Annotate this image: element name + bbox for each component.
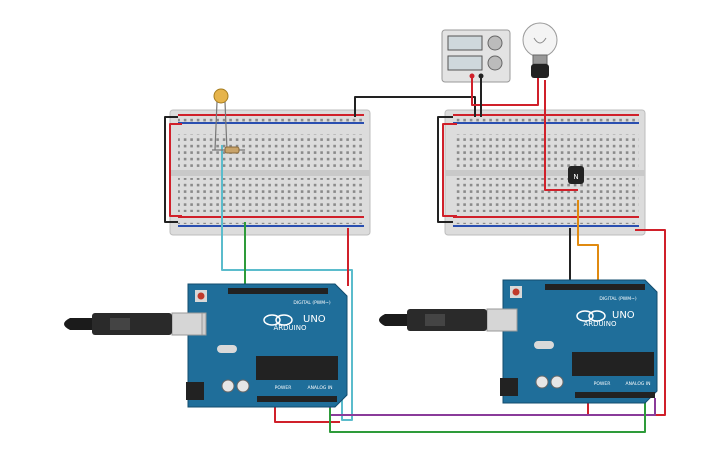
power-label: POWER [275,385,292,391]
wire-black-bridge [354,96,476,117]
arduino-board-left[interactable]: ARDUINO UNO DIGITAL (PWM~) POWER ANALOG … [179,283,348,408]
photoresistor-icon[interactable] [213,88,229,151]
digital-label: DIGITAL (PWM~) [293,300,331,306]
arduino-brand-label: ARDUINO [274,324,307,332]
digital-label: DIGITAL (PWM~) [599,296,637,302]
wire-red-bulb [544,80,578,191]
usb-cable-icon[interactable] [379,308,518,332]
wire-orange-signal [577,200,599,290]
wire-red-right-rail [442,123,457,217]
arduino-brand-label: ARDUINO [584,320,617,328]
breadboard-left[interactable] [169,109,371,236]
wire-black-left-rail [164,116,178,223]
usb-cable-icon[interactable] [64,312,203,336]
arduino-model-label: UNO [303,314,326,325]
power-supply-icon[interactable] [441,29,511,83]
wire-black-right-rail [437,116,453,223]
analog-label: ANALOG IN [625,381,650,387]
wire-red-right-5v [587,229,666,416]
wire-red-left-rail [169,123,182,217]
power-label: POWER [594,381,611,387]
lightbulb-icon[interactable] [522,22,558,78]
arduino-model-label: UNO [612,310,635,321]
wire-green-link [329,398,646,433]
resistor-icon[interactable] [212,146,245,154]
wire-cyan-sensor [221,145,353,421]
analog-label: ANALOG IN [307,385,332,391]
transistor-icon[interactable]: N [568,166,584,184]
wire-red-psu [471,78,539,106]
transistor-label: N [573,173,578,181]
arduino-board-right[interactable]: ARDUINO UNO DIGITAL (PWM~) POWER ANALOG … [500,279,658,404]
